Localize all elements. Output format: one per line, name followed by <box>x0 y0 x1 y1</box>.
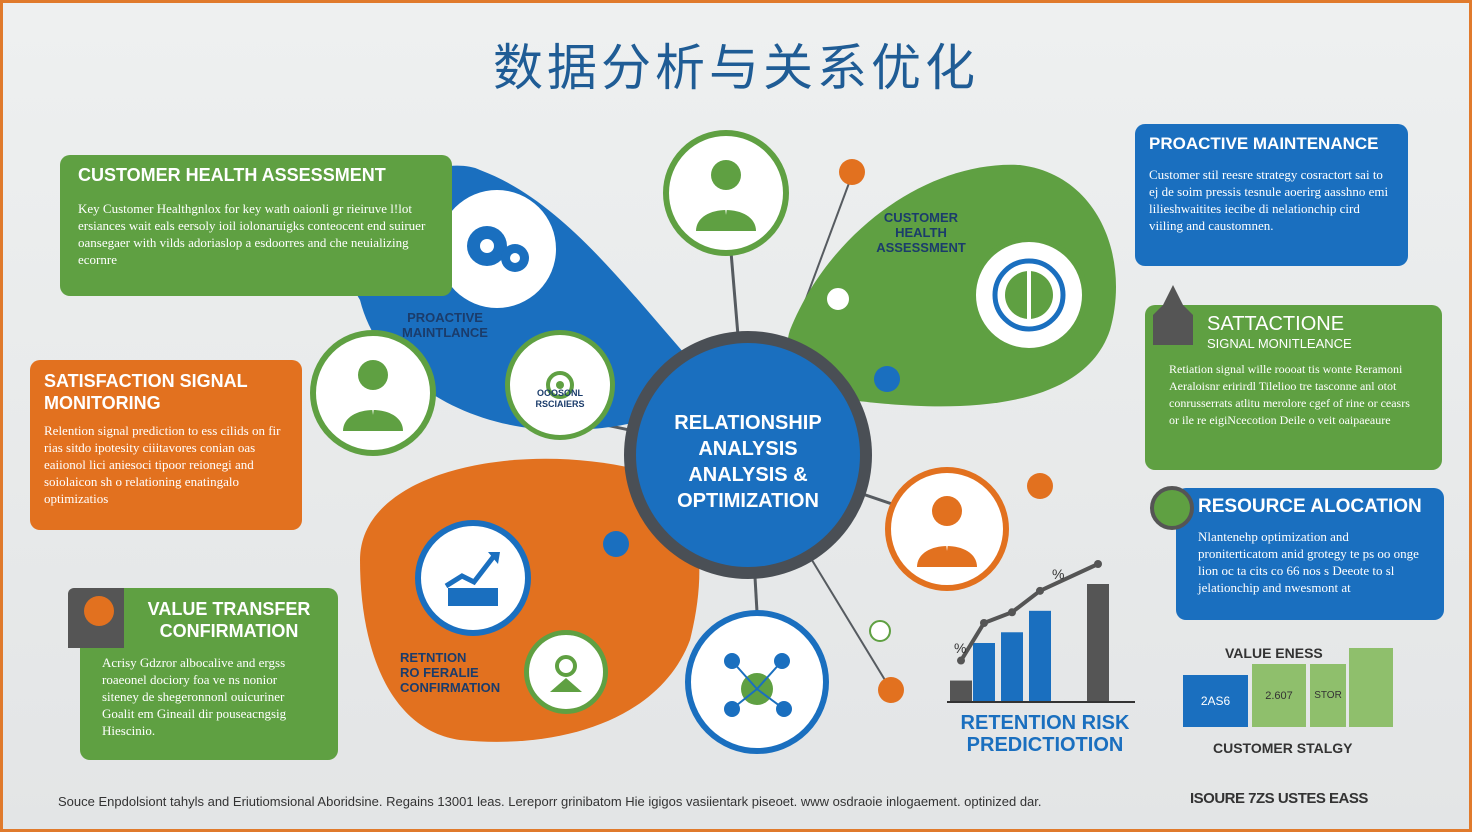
gears-icon <box>467 226 529 272</box>
node-growth <box>415 520 531 636</box>
satisfaction-right-heading-2: SIGNAL MONITLEANCE <box>1207 336 1352 351</box>
retention-title-line-1: RETENTION RISK <box>960 712 1130 734</box>
orange-dot-top <box>839 159 865 185</box>
value-transfer-dot-icon <box>84 596 114 626</box>
retention-trend-point <box>1094 560 1102 568</box>
retention-percent-top: % <box>1052 566 1065 582</box>
retention-percent-left: % <box>954 640 967 656</box>
value-chart-caption: CUSTOMER STALGY <box>1213 740 1353 756</box>
value-chart-title: VALUE ENESS <box>1225 645 1323 661</box>
retention-bar <box>950 680 972 702</box>
resource-body: Nlantenehp optimization and pronitertica… <box>1198 529 1419 595</box>
retention-chart <box>947 560 1135 703</box>
retention-trend-point <box>1036 586 1044 595</box>
retention-trend-point <box>980 619 988 627</box>
small-node-3 <box>603 531 629 557</box>
orange-dot-bottom <box>878 677 904 703</box>
retention-trend-point <box>1008 608 1016 617</box>
node-person-top <box>663 130 789 256</box>
value-bar-2-label: 2.607 <box>1265 689 1293 702</box>
node-person-small <box>524 630 608 714</box>
proactive-heading: PROACTIVE MAINTENANCE <box>1149 134 1379 153</box>
node-network <box>685 610 829 754</box>
center-line-1: RELATIONSHIP <box>674 412 822 434</box>
retention-bar <box>973 643 995 702</box>
orange-dot-right <box>1027 473 1053 499</box>
resource-panel: RESOURCE ALOCATION Nlantenehp optimizati… <box>1176 488 1444 620</box>
person-icon <box>696 160 756 231</box>
person-icon <box>343 360 403 431</box>
retention-bar <box>1001 632 1023 702</box>
customer-health-heading: CUSTOMER HEALTH ASSESSMENT <box>78 165 386 185</box>
center-line-4: OPTIMIZATION <box>677 490 819 512</box>
satisfaction-panel: SATISFACTION SIGNAL MONITORING Relention… <box>30 360 302 530</box>
node-gears <box>438 190 556 308</box>
center-line-2: ANALYSIS <box>698 438 798 460</box>
value-bar-3-label: STOR <box>1314 690 1342 701</box>
value-bar-1-label: 2AS6 <box>1200 694 1231 708</box>
proactive-panel: PROACTIVE MAINTENANCE Customer stil rees… <box>1135 124 1408 266</box>
leaf-icon <box>546 371 574 399</box>
node-gear-small <box>505 330 615 440</box>
retention-small-label: RETNTION RO FERALIE CONFIRMATION <box>400 650 501 695</box>
proactive-body: Customer stil reesre strategy cosractort… <box>1149 167 1389 233</box>
gear-small-label: OOOSONL RSCIAIERS <box>535 388 585 409</box>
satisfaction-right-panel: SATTACTIONE SIGNAL MONITLEANCE Retiation… <box>1145 305 1442 470</box>
satisfaction-body: Relention signal prediction to ess cilid… <box>44 423 281 506</box>
center-line-3: ANALYSIS & <box>688 464 808 486</box>
person-icon <box>917 496 977 567</box>
footer-source: Souce Enpdolsiont tahyls and Eriutiomsio… <box>58 794 1042 809</box>
satisfaction-heading: SATISFACTION SIGNAL MONITORING <box>44 371 248 413</box>
retention-title: RETENTION RISK PREDICTIOTION <box>945 712 1145 756</box>
brand-text: ISOURE 7ZS USTES EASS <box>1190 790 1368 807</box>
value-transfer-heading: VALUE TRANSFER CONFIRMATION <box>147 599 311 641</box>
people-icon <box>992 258 1066 332</box>
value-bar-1: 2AS6 <box>1183 675 1248 727</box>
retention-bar <box>1087 584 1109 702</box>
resource-heading: RESOURCE ALOCATION <box>1198 496 1422 517</box>
health-small-label: CUSTOMER HEALTH ASSESSMENT <box>876 210 966 255</box>
brand-seal-icon <box>1148 285 1198 345</box>
value-bar-3: STOR <box>1310 664 1346 727</box>
node-health <box>970 236 1088 354</box>
retention-bar <box>1029 610 1051 702</box>
node-person-right <box>885 467 1009 591</box>
value-transfer-body: Acrisy Gdzror albocalive and ergss roaeo… <box>102 655 287 738</box>
value-transfer-badge <box>68 588 124 648</box>
small-node-2 <box>874 366 900 392</box>
proactive-small-label: PROACTIVE MAINTLANCE <box>402 310 488 340</box>
small-node-4 <box>869 620 891 642</box>
center-disc <box>636 343 860 567</box>
retention-title-line-2: PREDICTIOTION <box>966 734 1124 756</box>
small-node-1 <box>825 286 851 312</box>
satisfaction-right-heading-1: SATTACTIONE <box>1207 313 1345 335</box>
value-bar-2: 2.607 <box>1252 664 1306 727</box>
network-icon <box>724 653 792 717</box>
node-person-left <box>310 330 436 456</box>
page-title: 数据分析与关系优化 <box>493 39 979 97</box>
retention-trend-point <box>957 656 965 665</box>
growth-chart-icon <box>444 552 500 606</box>
person-icon <box>550 655 582 692</box>
resource-dot-icon <box>1150 486 1194 530</box>
center-label: RELATIONSHIP ANALYSIS ANALYSIS & OPTIMIZ… <box>636 410 860 514</box>
satisfaction-right-body: Retiation signal wille roooat tis wonte … <box>1169 362 1410 427</box>
customer-health-panel: CUSTOMER HEALTH ASSESSMENT Key Customer … <box>60 155 452 296</box>
value-bar-4 <box>1349 648 1393 727</box>
customer-health-body: Key Customer Healthgnlox for key wath oa… <box>78 201 426 267</box>
